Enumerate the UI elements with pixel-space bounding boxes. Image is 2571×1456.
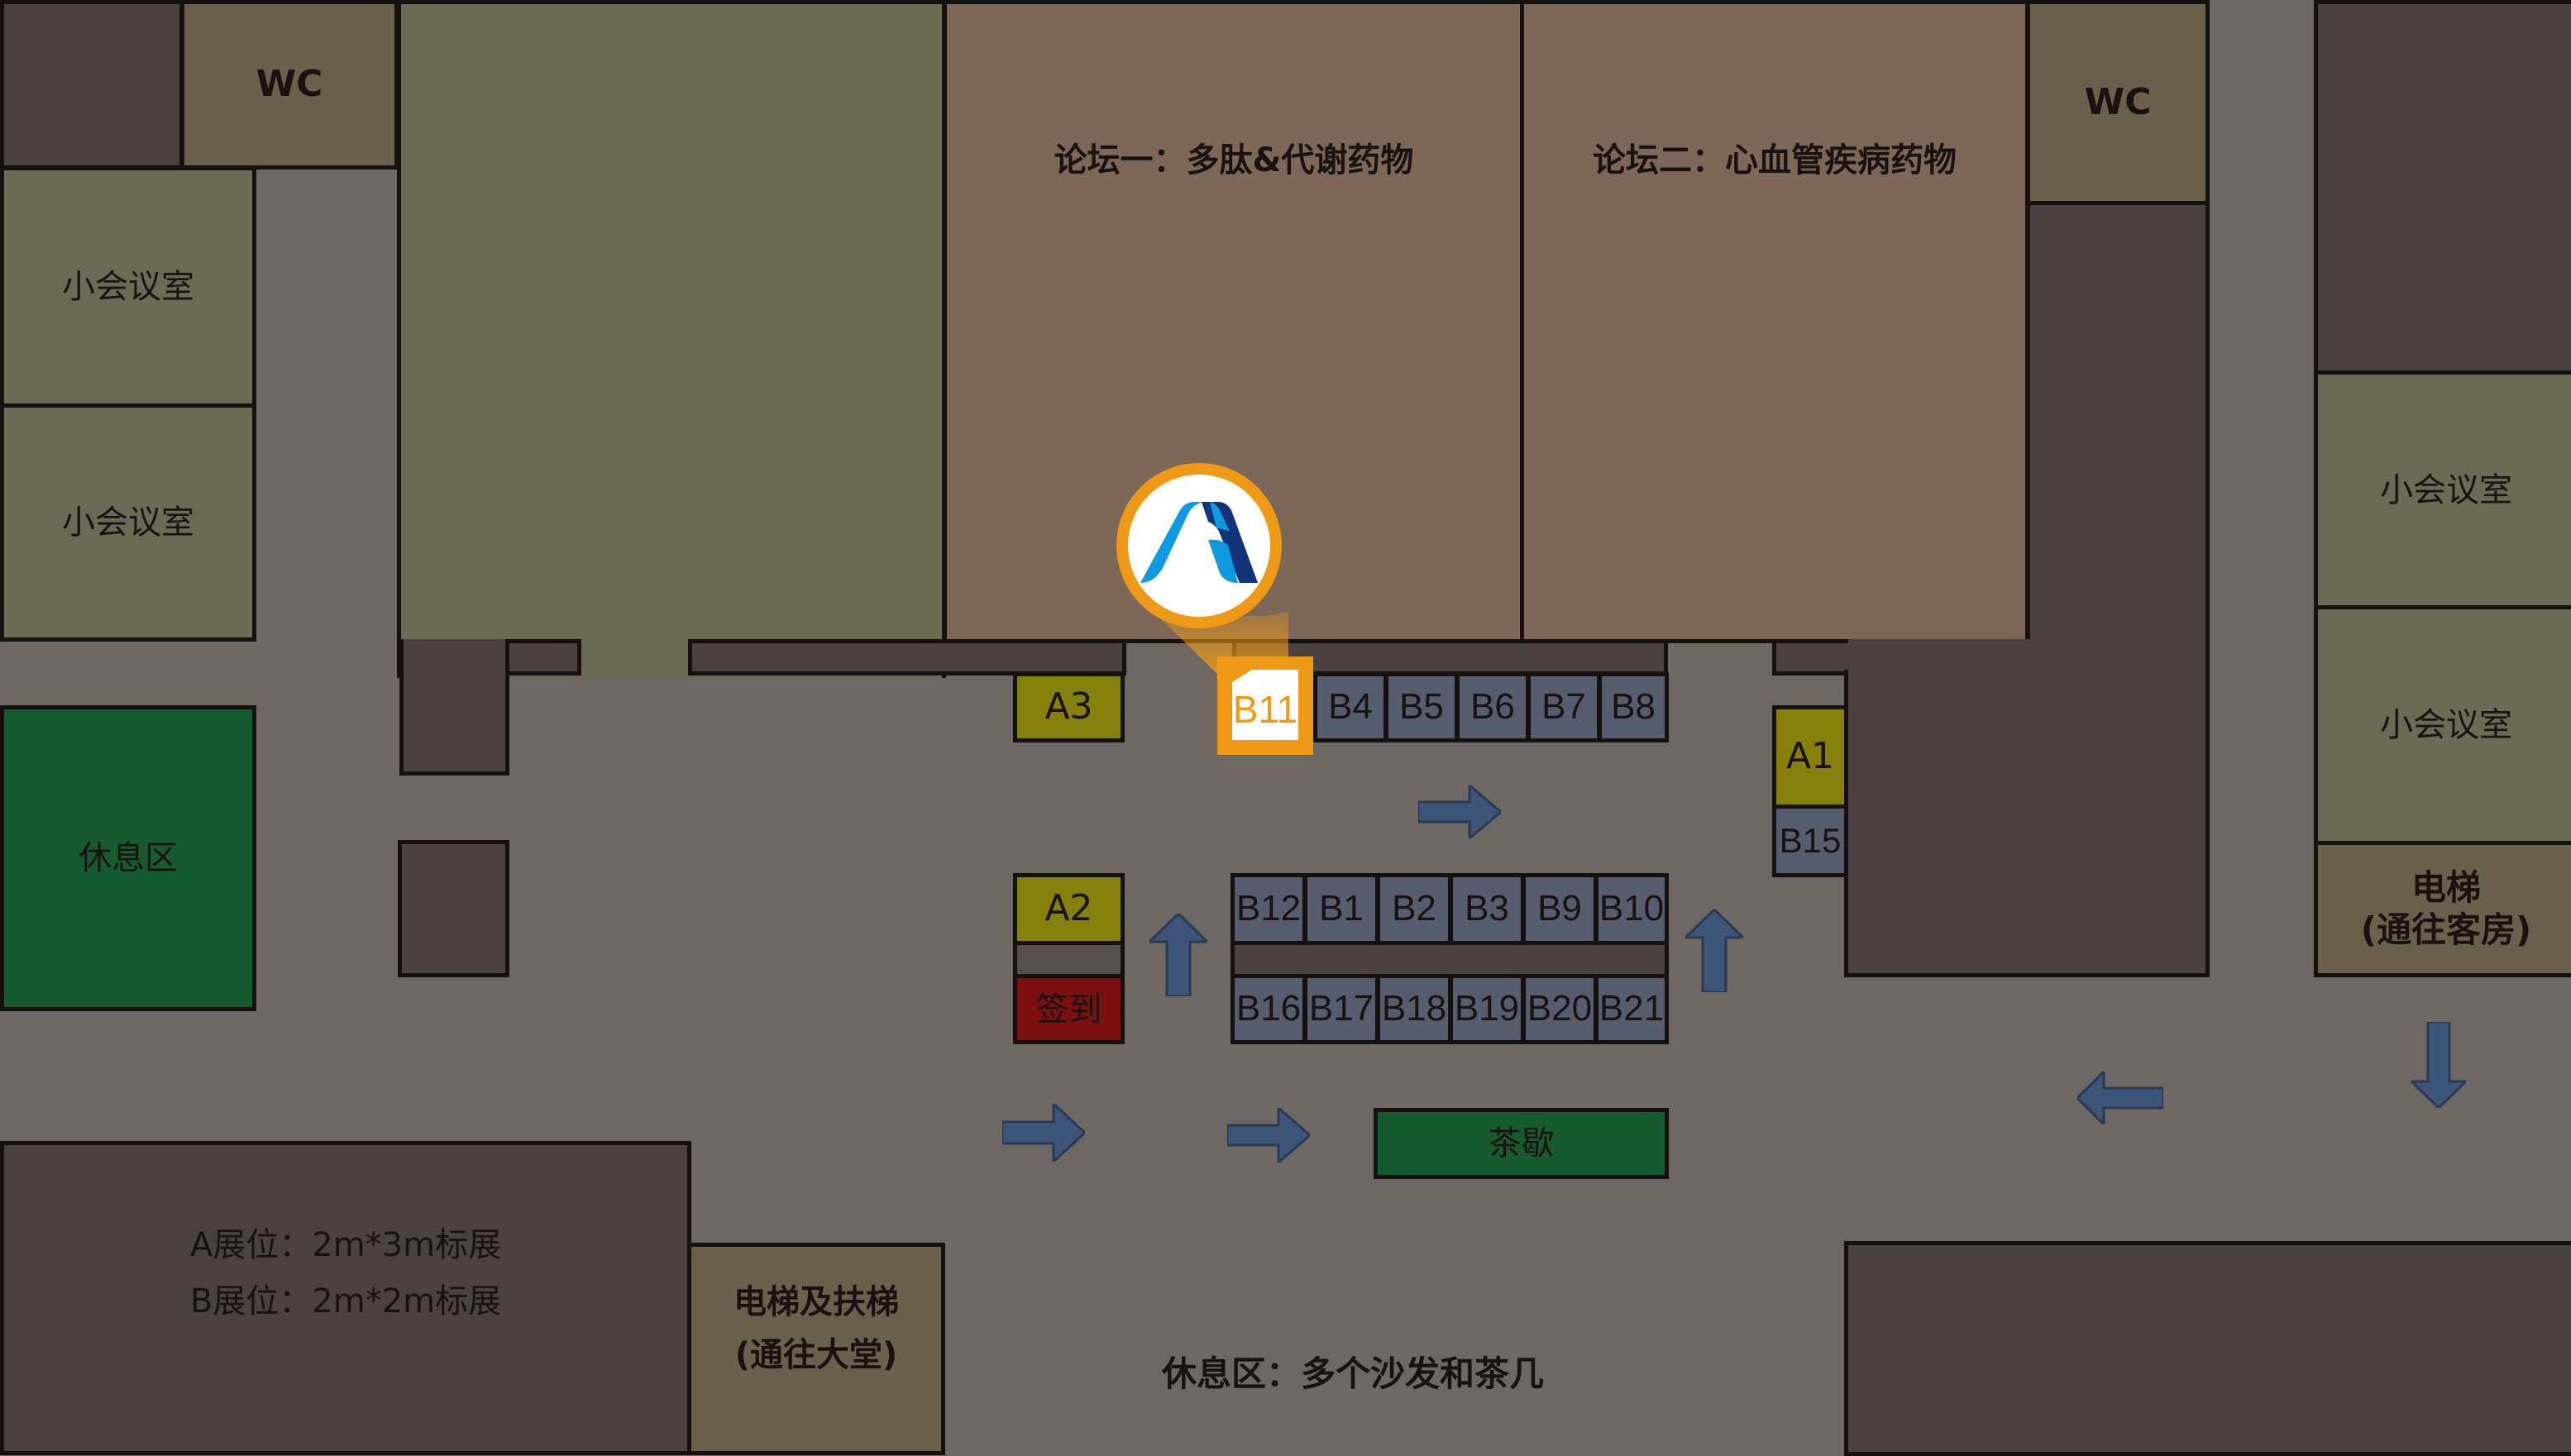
rest-area-bottom-label: 休息区：多个沙发和茶几: [1162, 1353, 1545, 1394]
meeting-room-left-2: 小会议室: [0, 403, 256, 642]
forum-1-label: 论坛一：多肽&代谢药物: [1054, 141, 1414, 179]
booth-b4[interactable]: B4: [1313, 672, 1388, 742]
wc-right-label: WC: [2084, 80, 2152, 123]
booth-label: B17: [1308, 988, 1374, 1029]
booth-b5[interactable]: B5: [1384, 672, 1459, 742]
booth-b21[interactable]: B21: [1594, 974, 1669, 1044]
dark-fill: [1848, 639, 2030, 676]
arrow-left-icon: [2077, 1072, 2163, 1124]
booth-label: B4: [1328, 686, 1373, 728]
structure-bottom-right: [1844, 1241, 2571, 1456]
elevator-sublabel: (通往客房): [2360, 909, 2532, 950]
wall-left-l-vertical: [399, 639, 509, 776]
booth-label: B8: [1611, 686, 1656, 728]
booth-label: B7: [1541, 686, 1586, 728]
meeting-room-label: 小会议室: [2380, 706, 2512, 744]
arrow-up-icon: [1685, 909, 1743, 992]
booth-label: B10: [1599, 888, 1665, 929]
booth-b10[interactable]: B10: [1594, 873, 1669, 945]
legend-a-booth: A展位：2m*3m标展: [189, 1226, 502, 1264]
booth-label: B21: [1599, 988, 1665, 1029]
booth-label: B20: [1527, 988, 1593, 1029]
booth-a1[interactable]: A1: [1772, 705, 1848, 809]
booth-label: B1: [1319, 888, 1364, 929]
booth-b16[interactable]: B16: [1231, 974, 1307, 1044]
meeting-room-label: 小会议室: [62, 268, 194, 306]
meeting-room-label: 小会议室: [2380, 470, 2512, 509]
elevator-label: 电梯: [2411, 867, 2481, 909]
booth-b6[interactable]: B6: [1455, 672, 1530, 742]
booth-divider: [1231, 941, 1669, 978]
escalator-sublabel: (通往大堂): [734, 1335, 898, 1374]
booth-label: B9: [1537, 888, 1582, 929]
booth-label: A3: [1044, 685, 1093, 728]
meeting-room-label: 小会议室: [62, 504, 194, 542]
booth-b2[interactable]: B2: [1376, 873, 1452, 945]
booth-label: B16: [1235, 988, 1302, 1029]
structure-block: [0, 0, 184, 169]
elevator-escalator-to-lobby: 电梯及扶梯 (通往大堂): [687, 1243, 945, 1455]
booth-label: A1: [1785, 735, 1835, 778]
booth-label: B12: [1235, 888, 1302, 929]
booth-b11-label: B11: [1232, 688, 1298, 731]
dark-column-right: [2026, 201, 2210, 680]
check-in-label: 签到: [1035, 990, 1102, 1029]
booth-label: B5: [1399, 686, 1444, 728]
dark-block-right: [1844, 670, 2210, 977]
booth-label: A2: [1044, 887, 1093, 930]
check-in-desk[interactable]: 签到: [1013, 974, 1125, 1044]
booth-a3[interactable]: A3: [1013, 672, 1125, 742]
booth-a2[interactable]: A2: [1013, 873, 1125, 945]
booth-b11-highlight[interactable]: B11: [1217, 656, 1313, 755]
legend-box: A展位：2m*3m标展 B展位：2m*2m标展: [0, 1141, 691, 1455]
wc-left-label: WC: [256, 63, 323, 106]
booth-label: B3: [1465, 888, 1509, 929]
company-logo-pin[interactable]: [1116, 463, 1282, 628]
booth-b9[interactable]: B9: [1522, 873, 1598, 945]
wall-right-top: [1772, 639, 1851, 675]
wc-left: WC: [180, 0, 399, 169]
booth-b12[interactable]: B12: [1231, 873, 1307, 945]
booth-b15[interactable]: B15: [1772, 804, 1848, 877]
meeting-room-right-1: 小会议室: [2314, 370, 2571, 609]
wc-right: WC: [2026, 0, 2210, 205]
tea-break-label: 茶歇: [1488, 1124, 1555, 1162]
booth-b7[interactable]: B7: [1527, 672, 1601, 742]
booth-b11-card: B11: [1232, 670, 1298, 740]
arrow-right-icon: [1418, 785, 1501, 838]
rest-area-label: 休息区: [79, 839, 178, 877]
arrow-down-icon: [2411, 1022, 2466, 1108]
pillar: [398, 840, 509, 977]
large-hall: [397, 0, 946, 678]
arrow-right-icon: [1227, 1108, 1310, 1162]
structure-right-top: [2314, 0, 2571, 375]
forum-2-room: 论坛二：心血管疾病药物: [1520, 0, 2029, 643]
meeting-room-right-2: 小会议室: [2314, 605, 2571, 845]
company-logo-icon: [1140, 502, 1258, 583]
arrow-up-icon: [1149, 914, 1207, 996]
booth-b8[interactable]: B8: [1598, 672, 1669, 742]
rest-area-left: 休息区: [0, 705, 256, 1011]
booth-b17[interactable]: B17: [1303, 974, 1379, 1044]
booth-b3[interactable]: B3: [1449, 873, 1525, 945]
legend-b-booth: B展位：2m*2m标展: [189, 1282, 502, 1320]
booth-b20[interactable]: B20: [1522, 974, 1598, 1044]
booth-label: B18: [1381, 988, 1447, 1029]
booth-label: B6: [1470, 686, 1515, 728]
booth-b18[interactable]: B18: [1376, 974, 1452, 1044]
check-in-spacer: [1013, 941, 1125, 978]
tea-break-area[interactable]: 茶歇: [1374, 1108, 1669, 1179]
arrow-right-icon: [1002, 1104, 1085, 1162]
booth-label: B2: [1392, 888, 1436, 929]
escalator-label: 电梯及扶梯: [734, 1282, 899, 1321]
elevator-to-rooms: 电梯 (通往客房): [2314, 841, 2571, 977]
forum-2-label: 论坛二：心血管疾病药物: [1593, 141, 1957, 179]
booth-b1[interactable]: B1: [1303, 873, 1379, 945]
meeting-room-left-1: 小会议室: [0, 166, 256, 408]
booth-label: B19: [1454, 988, 1520, 1029]
wall-middle: [688, 639, 1126, 675]
booth-label: B15: [1779, 820, 1842, 860]
booth-b19[interactable]: B19: [1449, 974, 1525, 1044]
